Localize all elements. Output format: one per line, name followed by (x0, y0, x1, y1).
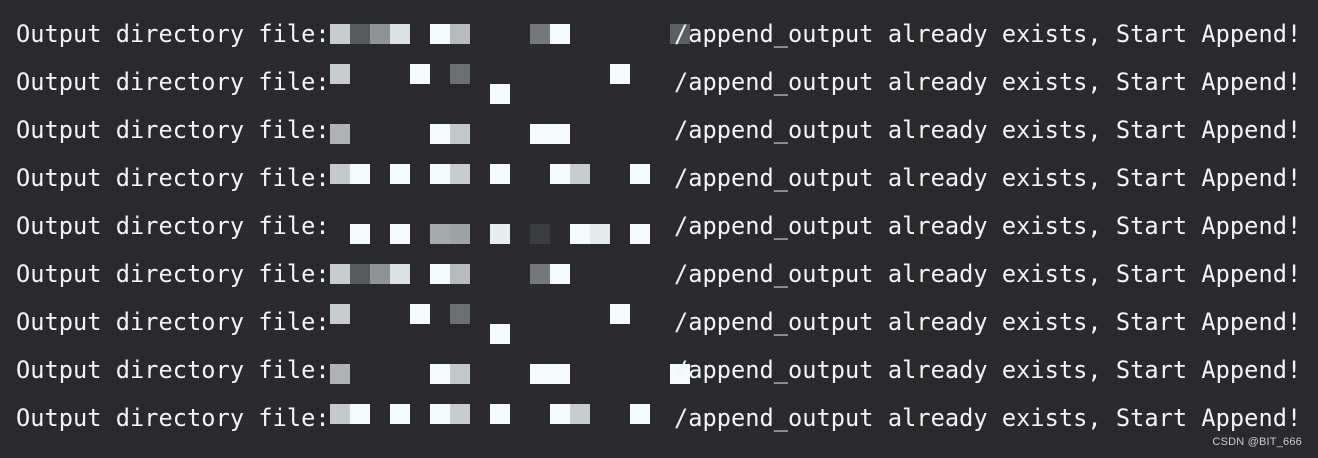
log-line: Output directory file: /append_output al… (0, 298, 1318, 346)
log-line-suffix: /append_output already exists, Start App… (674, 68, 1302, 96)
log-line-prefix: Output directory file: (16, 356, 330, 384)
redacted-path-mosaic (320, 58, 674, 106)
log-line-suffix: /append_output already exists, Start App… (674, 20, 1302, 48)
log-line-prefix: Output directory file: (16, 260, 330, 288)
redacted-path-mosaic (320, 202, 674, 250)
log-line-suffix: /append_output already exists, Start App… (674, 116, 1302, 144)
log-line-prefix: Output directory file: (16, 20, 330, 48)
redacted-path-mosaic (320, 10, 690, 58)
redacted-path-mosaic (320, 154, 674, 202)
redacted-path-mosaic (320, 346, 690, 394)
log-line-suffix: /append_output already exists, Start App… (674, 260, 1302, 288)
watermark: CSDN @BIT_666 (1212, 436, 1302, 448)
log-line: Output directory file: /append_output al… (0, 250, 1318, 298)
redacted-path-mosaic (320, 106, 674, 154)
log-line: Output directory file: /append_output al… (0, 346, 1318, 394)
log-line-prefix: Output directory file: (16, 212, 330, 240)
log-line: Output directory file: /append_output al… (0, 106, 1318, 154)
log-line-prefix: Output directory file: (16, 116, 330, 144)
log-line-prefix: Output directory file: (16, 308, 330, 336)
log-line-suffix: /append_output already exists, Start App… (674, 308, 1302, 336)
log-line-suffix: /append_output already exists, Start App… (674, 404, 1302, 432)
log-line-prefix: Output directory file: (16, 404, 330, 432)
log-line: Output directory file: /append_output al… (0, 10, 1318, 58)
log-line-suffix: /append_output already exists, Start App… (674, 164, 1302, 192)
redacted-path-mosaic (320, 298, 674, 346)
log-line: Output directory file: /append_output al… (0, 58, 1318, 106)
log-line: Output directory file: /append_output al… (0, 154, 1318, 202)
log-line-prefix: Output directory file: (16, 164, 330, 192)
log-line-suffix: /append_output already exists, Start App… (674, 212, 1302, 240)
log-line: Output directory file: /append_output al… (0, 394, 1318, 442)
redacted-path-mosaic (320, 250, 674, 298)
log-line-prefix: Output directory file: (16, 68, 330, 96)
log-line: Output directory file: /append_output al… (0, 202, 1318, 250)
redacted-path-mosaic (320, 394, 674, 442)
log-line-suffix: /append_output already exists, Start App… (674, 356, 1302, 384)
